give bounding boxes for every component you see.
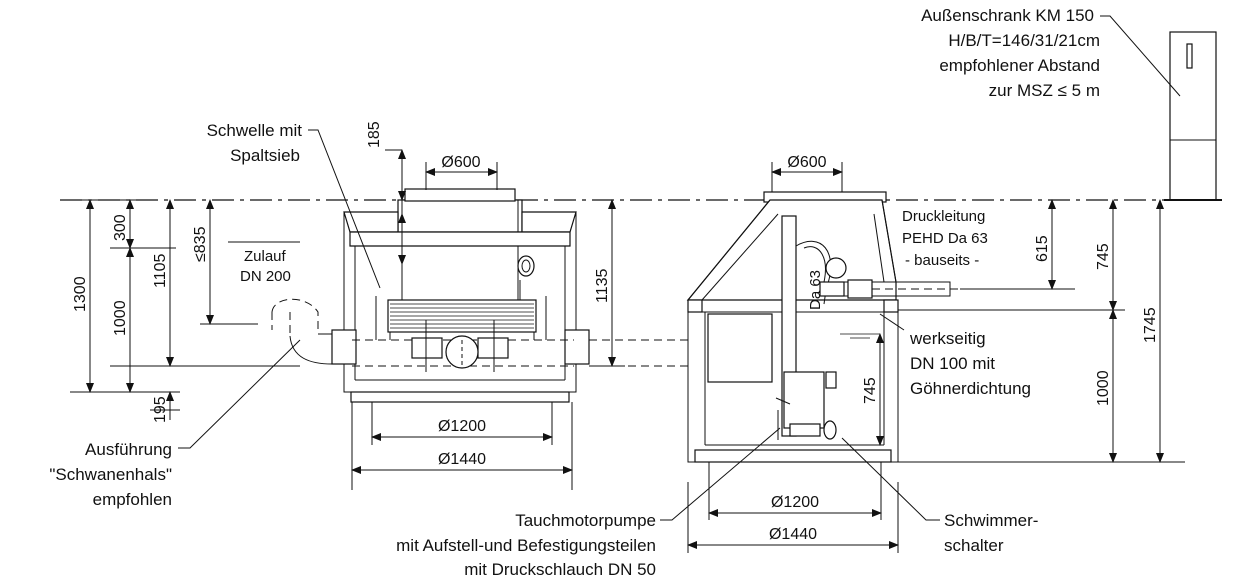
label-swan2: "Schwanenhals" (49, 465, 172, 484)
label-inlet2: DN 200 (240, 268, 291, 285)
label-threshold2: Spaltsieb (230, 146, 300, 165)
label-da63: Da 63 (807, 270, 824, 310)
dim-745a: 745 (1095, 243, 1112, 270)
dimension-lines-left (70, 199, 300, 420)
dim-1300: 1300 (72, 276, 89, 312)
dim-195: 195 (152, 396, 169, 423)
dim-835: ≤835 (192, 226, 209, 262)
label-cabinet-dist2: zur MSZ ≤ 5 m (989, 81, 1100, 100)
label-cabinet-dist1: empfohlener Abstand (939, 56, 1100, 75)
dimension-texts: 185 300 ≤835 1300 1105 1000 195 1135 615… (72, 121, 1159, 543)
label-pump3: mit Druckschlauch DN 50 (464, 560, 656, 579)
dim-dia1440b: Ø1440 (769, 526, 817, 543)
left-tank (331, 188, 590, 403)
label-swan1: Ausführung (85, 440, 172, 459)
label-factory3: Göhnerdichtung (910, 379, 1031, 398)
label-pump1: Tauchmotorpumpe (515, 511, 656, 530)
dim-dia600a: Ø600 (441, 154, 480, 171)
dim-dia1440a: Ø1440 (438, 451, 486, 468)
label-factory2: DN 100 mit (910, 354, 995, 373)
dim-745b: 745 (862, 377, 879, 404)
dim-1000a: 1000 (112, 300, 129, 336)
label-threshold1: Schwelle mit (207, 121, 303, 140)
inlet-pipe (271, 298, 333, 365)
dimension-lines-right-tank (687, 162, 1185, 553)
dim-1745: 1745 (1142, 307, 1159, 343)
label-cabinet-title: Außenschrank KM 150 (921, 6, 1094, 25)
leader-lines (178, 15, 1181, 521)
label-float2: schalter (944, 536, 1004, 555)
dim-dia600b: Ø600 (787, 154, 826, 171)
outdoor-cabinet (1164, 31, 1222, 201)
dim-1135: 1135 (594, 268, 611, 303)
label-cabinet-dims: H/B/T=146/31/21cm (948, 31, 1100, 50)
label-factory1: werkseitig (909, 329, 986, 348)
dim-1105: 1105 (152, 253, 169, 288)
dim-185: 185 (366, 121, 383, 148)
label-pressure2: PEHD Da 63 (902, 230, 988, 247)
labels: Außenschrank KM 150 H/B/T=146/31/21cm em… (49, 6, 1100, 579)
label-inlet1: Zulauf (244, 248, 287, 265)
label-float1: Schwimmer- (944, 511, 1038, 530)
label-pressure3: - bauseits - (905, 252, 979, 269)
dim-300: 300 (112, 214, 129, 241)
dim-1000b: 1000 (1095, 370, 1112, 406)
dim-615: 615 (1034, 235, 1051, 262)
dim-dia1200a: Ø1200 (438, 418, 486, 435)
dimension-lines-left-tank (351, 149, 625, 490)
label-swan3: empfohlen (93, 490, 172, 509)
label-pressure1: Druckleitung (902, 208, 985, 225)
label-pump2: mit Aufstell-und Befestigungsteilen (396, 536, 656, 555)
dim-dia1200b: Ø1200 (771, 494, 819, 511)
